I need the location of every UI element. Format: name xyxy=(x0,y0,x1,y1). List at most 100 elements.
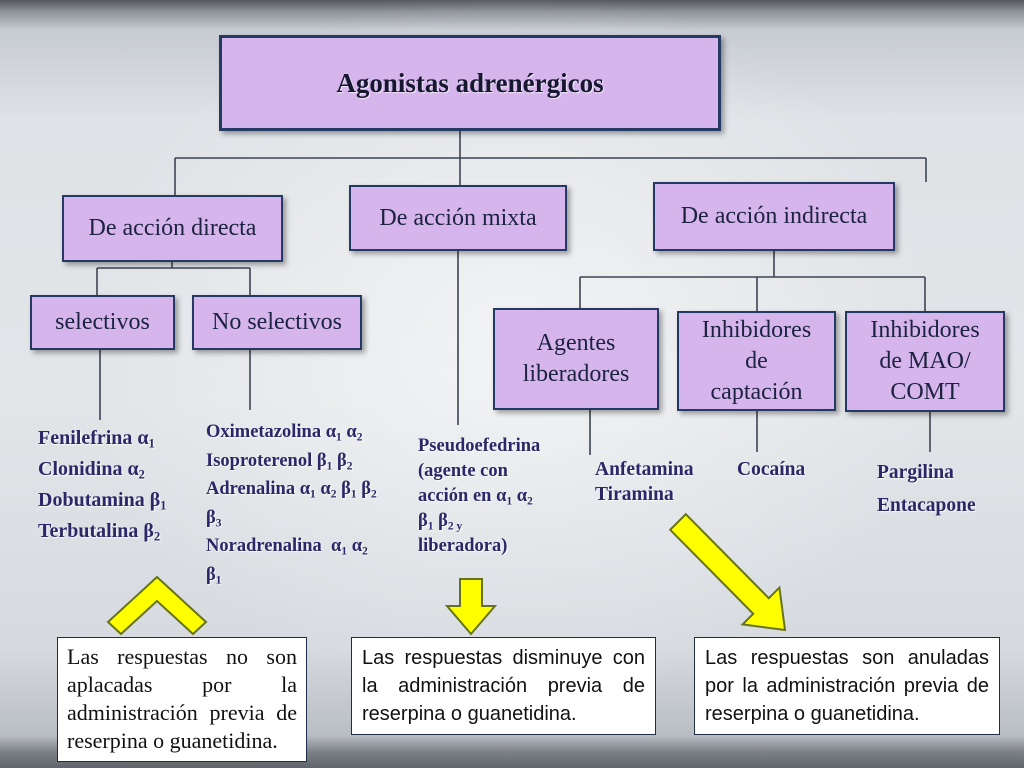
drug-item-line: Noradrenalina α1 α2 xyxy=(206,532,377,561)
line-text: Pargilina xyxy=(877,462,954,483)
line-text: α xyxy=(347,536,363,556)
drug-item: Dobutamina β1 xyxy=(38,485,166,516)
line-text: Tiramina xyxy=(595,484,674,505)
subcategory-box-selectivos: selectivos xyxy=(30,295,175,350)
subscript: 2 y xyxy=(447,520,463,533)
subcategory-box-no-selectivos: No selectivos xyxy=(192,295,362,350)
up-chevron-arrow xyxy=(106,575,208,636)
subscript: 1 xyxy=(326,459,333,472)
subcategory-label: selectivos xyxy=(55,309,150,335)
category-label: De acción mixta xyxy=(379,204,537,231)
line-text: Oximetazolina α xyxy=(206,422,337,442)
note-box-indirecta: Las respuestas son anuladas por la admin… xyxy=(694,637,1000,735)
drug-item: Clonidina α2 xyxy=(38,454,166,485)
line-text: Fenilefrina α xyxy=(38,427,149,449)
drug-item-line: β1 β2 y xyxy=(418,509,540,534)
subscript: 1 xyxy=(336,431,342,444)
category-box-directa: De acción directa xyxy=(62,195,283,262)
subscript: 1 xyxy=(427,520,434,533)
subscript: 2 xyxy=(527,495,533,508)
line-text: liberadora) xyxy=(418,536,508,556)
drug-item-line: liberadora) xyxy=(418,534,540,559)
subcategory-label-line: Inhibidores xyxy=(870,317,980,343)
subscript: 2 xyxy=(153,529,161,544)
line-text: β xyxy=(336,479,351,499)
drug-item: Entacapone xyxy=(877,489,976,522)
subcategory-label-line: COMT xyxy=(890,379,960,405)
line-text: α xyxy=(512,486,528,506)
line-text: β xyxy=(356,479,371,499)
line-text: Entacapone xyxy=(877,495,976,516)
line-text: Cocaína xyxy=(737,459,806,480)
drug-item-line: Oximetazolina α1 α2 xyxy=(206,418,377,447)
subscript: 2 xyxy=(330,488,337,501)
subscript: 2 xyxy=(356,431,363,444)
line-text: Anfetamina xyxy=(595,459,694,480)
subcategory-label-line: liberadores xyxy=(522,361,630,387)
subcategory-box-agentes-liberadores: Agentes liberadores xyxy=(493,308,659,410)
subscript: 2 xyxy=(346,459,353,472)
subcategory-box-inhibidores-mao-comt: Inhibidores de MAO/ COMT xyxy=(845,311,1005,412)
subscript: 3 xyxy=(215,516,222,529)
drug-item: Tiramina xyxy=(595,482,694,507)
line-text: α xyxy=(341,422,357,442)
note-box-mixta: Las respuestas disminuye con la administ… xyxy=(351,637,656,735)
category-box-indirecta: De acción indirecta xyxy=(653,182,895,251)
subcategory-label-line: de MAO/ xyxy=(879,348,971,374)
title-box: Agonistas adrenérgicos xyxy=(219,35,721,131)
subscript: 1 xyxy=(215,573,222,586)
category-label: De acción indirecta xyxy=(680,203,868,229)
subscript: 1 xyxy=(506,495,513,508)
drug-item: Pargilina xyxy=(877,456,976,489)
line-text: Pseudoefedrina xyxy=(418,436,541,456)
line-text: Isoproterenol β xyxy=(206,450,327,471)
line-text: Terbutalina β xyxy=(38,520,154,542)
line-text: acción en α xyxy=(418,486,507,506)
line-text: β xyxy=(332,450,347,471)
category-box-mixta: De acción mixta xyxy=(349,185,567,251)
subscript: 2 xyxy=(362,545,368,558)
subcategory-label: No selectivos xyxy=(212,309,342,335)
line-text: β xyxy=(433,511,448,531)
line-text: β xyxy=(206,507,216,528)
drug-item: Fenilefrina α1 xyxy=(38,423,166,454)
page-title: Agonistas adrenérgicos xyxy=(336,67,604,98)
line-text: (agente con xyxy=(418,461,508,481)
line-text: Adrenalina α xyxy=(206,479,311,499)
drug-item: Cocaína xyxy=(737,457,805,483)
subcategory-label-line: captación xyxy=(710,378,803,405)
drug-item-line: Adrenalina α1 α2 β1 β2 xyxy=(206,475,377,504)
subscript: 1 xyxy=(310,488,316,501)
subscript: 1 xyxy=(160,498,167,513)
subscript: 2 xyxy=(370,488,377,501)
line-text: Clonidina α xyxy=(38,458,139,480)
drug-item-line: acción en α1 α2 xyxy=(418,484,540,509)
line-text: α xyxy=(315,479,331,499)
subscript: 2 xyxy=(138,467,145,482)
subscript: 1 xyxy=(148,436,155,451)
line-text: Dobutamina β xyxy=(38,489,161,511)
subscript: 1 xyxy=(350,488,357,501)
category-label: De acción directa xyxy=(88,215,257,241)
drug-item-line: (agente con xyxy=(418,459,540,484)
drug-list-inhibidores-captacion: Cocaína xyxy=(737,457,805,483)
line-text: β xyxy=(206,564,216,585)
drug-item-line: β1 xyxy=(206,561,377,590)
note-box-directa: Las respuestas no son aplacadas por la a… xyxy=(57,637,307,762)
drug-item-line: β3 xyxy=(206,504,377,533)
subcategory-label-line: Agentes xyxy=(536,330,616,356)
drug-item: Anfetamina xyxy=(595,457,694,482)
subscript: 1 xyxy=(341,545,348,558)
subcategory-label-line: de xyxy=(745,347,768,374)
drug-item: Terbutalina β2 xyxy=(38,516,166,547)
subcategory-box-inhibidores-captacion: Inhibidores de captación xyxy=(677,311,836,411)
diagonal-down-right-arrow xyxy=(668,512,787,632)
subcategory-label-line: Inhibidores xyxy=(701,316,812,343)
drug-item-line: Pseudoefedrina xyxy=(418,434,540,459)
